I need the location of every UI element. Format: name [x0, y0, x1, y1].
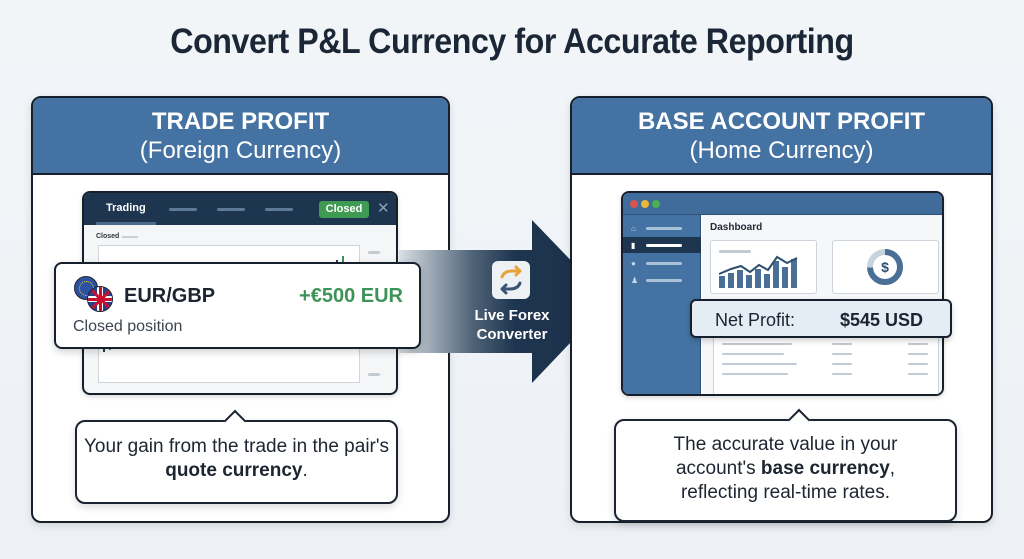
- position-status: Closed position: [73, 318, 183, 335]
- base-profit-callout: The accurate value in your account's bas…: [614, 408, 957, 522]
- exchange-arrows-icon: [492, 261, 530, 299]
- converter-label-line2: Converter: [476, 326, 548, 343]
- panel-subheading: (Home Currency): [689, 137, 874, 164]
- base-account-header: BASE ACCOUNT PROFIT (Home Currency): [572, 98, 991, 175]
- converter-label-line1: Live Forex: [474, 307, 550, 324]
- home-icon: ⌂: [631, 224, 636, 233]
- svg-text:$: $: [881, 259, 889, 275]
- panel-subheading: (Foreign Currency): [139, 137, 342, 164]
- trade-profit-header: TRADE PROFIT (Foreign Currency): [33, 98, 448, 175]
- dashboard-sidebar: ⌂ ▮ ● ♟: [623, 215, 701, 394]
- profit-value: +€500 EUR: [299, 285, 403, 307]
- page-title: Convert P&L Currency for Accurate Report…: [170, 22, 854, 61]
- tab-placeholder[interactable]: [265, 208, 293, 211]
- settings-icon: ●: [631, 259, 636, 268]
- net-profit-card[interactable]: Net Profit: $545 USD: [690, 299, 952, 338]
- tab-placeholder[interactable]: [217, 208, 245, 211]
- dollar-donut-icon: $: [867, 249, 903, 285]
- user-icon: ♟: [631, 276, 639, 285]
- minimize-dot-icon[interactable]: [641, 200, 649, 208]
- callout-text-end: , reflecting real-time rates.: [680, 458, 896, 503]
- maximize-dot-icon[interactable]: [652, 200, 660, 208]
- placeholder-line: [122, 236, 138, 238]
- net-profit-value: $545 USD: [840, 310, 924, 330]
- panel-heading: TRADE PROFIT: [151, 108, 330, 135]
- close-dot-icon[interactable]: [630, 200, 638, 208]
- callout-text: The accurate value in your account's: [673, 434, 898, 479]
- data-table: [713, 330, 939, 394]
- callout-text-end: .: [302, 460, 308, 481]
- currency-pair: EUR/GBP: [124, 285, 216, 307]
- trade-profit-callout: Your gain from the trade in the pair's q…: [75, 409, 398, 504]
- panel-heading: BASE ACCOUNT PROFIT: [637, 108, 926, 135]
- candle: [103, 346, 105, 352]
- dashboard-title: Dashboard: [710, 222, 763, 233]
- bar-chart-card[interactable]: [710, 240, 817, 294]
- active-tab-indicator: [96, 222, 156, 225]
- callout-emphasis: quote currency: [165, 460, 303, 481]
- window-titlebar: [623, 193, 942, 215]
- callout-emphasis: base currency: [760, 458, 890, 479]
- axis-tick: [368, 251, 380, 254]
- axis-tick: [368, 373, 380, 376]
- sidebar-item-analytics[interactable]: ▮: [623, 237, 701, 253]
- trading-toolbar: Trading Closed ✕: [84, 193, 396, 225]
- sidebar-item-users[interactable]: ♟: [623, 272, 701, 288]
- section-label: Closed: [96, 233, 120, 240]
- bar-chart-icon: [718, 255, 798, 288]
- position-card[interactable]: EUR/GBP +€500 EUR Closed position: [54, 262, 421, 349]
- sidebar-item-home[interactable]: ⌂: [623, 220, 701, 236]
- callout-text: Your gain from the trade in the pair's: [84, 436, 389, 457]
- net-profit-label: Net Profit:: [715, 310, 796, 330]
- tab-placeholder[interactable]: [169, 208, 197, 211]
- tab-trading[interactable]: Trading: [106, 202, 146, 214]
- balance-donut-card[interactable]: $: [832, 240, 939, 294]
- uk-flag-icon: [87, 286, 113, 312]
- status-badge: Closed: [319, 201, 369, 218]
- sidebar-item-settings[interactable]: ●: [623, 255, 701, 271]
- converter-label: Live Forex Converter: [462, 306, 562, 344]
- bar-chart-icon: ▮: [631, 241, 636, 250]
- conversion-arrow: [399, 220, 610, 383]
- close-icon[interactable]: ✕: [377, 200, 390, 217]
- dashboard-window: ⌂ ▮ ● ♟ Dashboard: [621, 191, 944, 396]
